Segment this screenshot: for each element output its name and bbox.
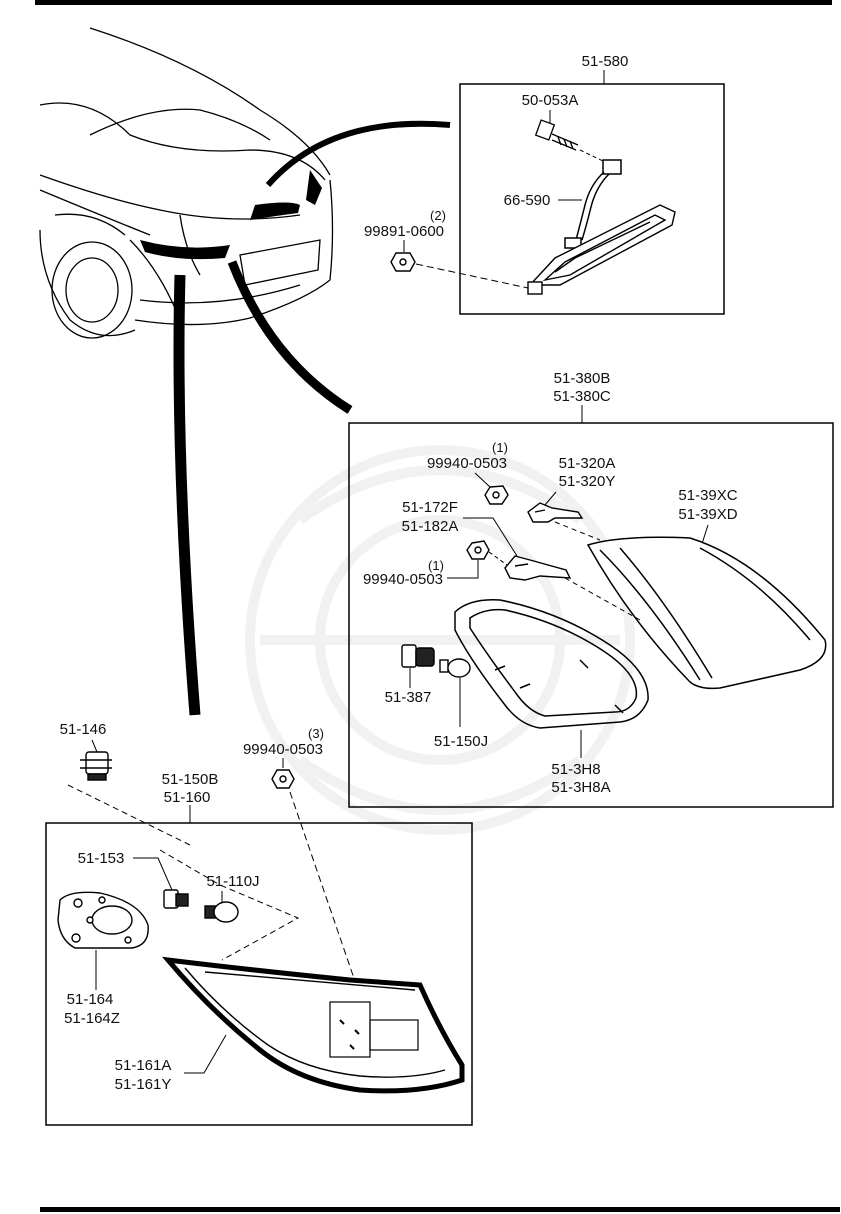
socket-icon: [401, 644, 435, 668]
car-rear-view: [39, 27, 334, 339]
inner-lower-nut-qty: (1): [428, 558, 444, 573]
outer-bulb-dash: [159, 849, 300, 961]
nut-icon: [466, 540, 490, 560]
side-socket-icon: [80, 751, 112, 781]
inner-lens-part-number-1: 51-39XC: [678, 487, 737, 504]
callout-line-to-inner-lamp: [227, 260, 353, 414]
side-socket-part-number: 51-146: [60, 721, 107, 738]
bottom-border: [40, 1207, 840, 1212]
watermark-emblem: [245, 445, 635, 835]
high-mount-nut-part-number: 99891-0600: [364, 223, 444, 240]
bracket-icon: [504, 555, 572, 581]
inner-upper-nut-leader: [474, 472, 491, 488]
car-tail-lamp-right: [250, 202, 300, 220]
inner-bulb-part-number: 51-150J: [434, 733, 488, 750]
bulb-icon: [439, 658, 471, 678]
inner-lens-part-number-2: 51-39XD: [678, 506, 737, 523]
side-socket-dash: [67, 784, 191, 846]
outer-lamp-box: [45, 822, 473, 1126]
inner-gasket-icon: [454, 599, 649, 729]
nut-icon: [271, 769, 295, 789]
bulb-icon: [204, 901, 239, 923]
high-mount-box: [459, 83, 725, 315]
inner-upper-bracket-leader: [544, 491, 557, 506]
bolt-dash: [579, 149, 606, 163]
inner-lower-bracket-part-number-2: 51-182A: [402, 518, 459, 535]
outer-bulb-part-number: 51-110J: [206, 873, 259, 890]
outer-gasket-icon: [57, 891, 149, 949]
socket-icon: [163, 889, 189, 909]
bracket-icon: [527, 502, 584, 523]
outer-lens-leader: [184, 1034, 227, 1074]
callout-line-to-outer-lamp: [173, 274, 201, 716]
inner-lamp-label-2: 51-380C: [553, 388, 611, 405]
outer-lamp-label-2: 51-160: [164, 789, 211, 806]
high-mount-lamp-icon: [527, 204, 676, 295]
inner-upper-bracket-dash: [554, 521, 601, 541]
outer-nut-qty: (3): [308, 726, 324, 741]
outer-lens-part-number-1: 51-161A: [115, 1057, 172, 1074]
inner-upper-bracket-part-number-1: 51-320A: [559, 455, 616, 472]
bolt-icon: [534, 119, 579, 151]
inner-socket-part-number: 51-387: [385, 689, 432, 706]
high-mount-nut-dash: [415, 263, 529, 289]
inner-upper-bracket-part-number-2: 51-320Y: [559, 473, 616, 490]
side-socket-leader: [91, 739, 98, 753]
car-tail-lamp-left: [140, 240, 230, 260]
car-high-mount-lamp: [306, 170, 322, 205]
inner-lower-bracket-part-number-1: 51-172F: [402, 499, 458, 516]
inner-lower-nut-dash: [488, 551, 508, 566]
harness-icon: [564, 159, 622, 249]
nut-icon: [484, 485, 509, 505]
inner-lamp-label-1: 51-380B: [554, 370, 611, 387]
nut-icon: [390, 252, 416, 272]
high-mount-label: 51-580: [582, 53, 629, 70]
outer-lens-part-number-2: 51-161Y: [115, 1076, 172, 1093]
inner-lower-nut-part-number: 99940-0503: [363, 571, 443, 588]
inner-lower-nut-leader: [447, 560, 479, 579]
inner-upper-nut-part-number: 99940-0503: [427, 455, 507, 472]
inner-gasket-part-number-1: 51-3H8: [551, 761, 600, 778]
bolt-part-number: 50-053A: [522, 92, 579, 109]
inner-gasket-part-number-2: 51-3H8A: [551, 779, 610, 796]
inner-lower-bracket-leader: [463, 517, 518, 557]
outer-gasket-part-number-2: 51-164Z: [64, 1010, 120, 1027]
callout-line-to-high-mount: [265, 120, 451, 187]
outer-lamp-label-1: 51-150B: [162, 771, 219, 788]
outer-gasket-part-number-1: 51-164: [67, 991, 114, 1008]
top-border: [35, 0, 832, 5]
outer-socket-part-number: 51-153: [78, 850, 125, 867]
outer-socket-leader: [133, 857, 173, 891]
harness-part-number: 66-590: [504, 192, 551, 209]
outer-lens-icon: [162, 956, 465, 1094]
inner-lens-icon: [586, 536, 827, 690]
outer-nut-part-number: 99940-0503: [243, 741, 323, 758]
high-mount-nut-qty: (2): [430, 208, 446, 223]
inner-upper-nut-qty: (1): [492, 440, 508, 455]
outer-nut-dash: [289, 791, 359, 991]
inner-lamp-box: [348, 422, 834, 808]
